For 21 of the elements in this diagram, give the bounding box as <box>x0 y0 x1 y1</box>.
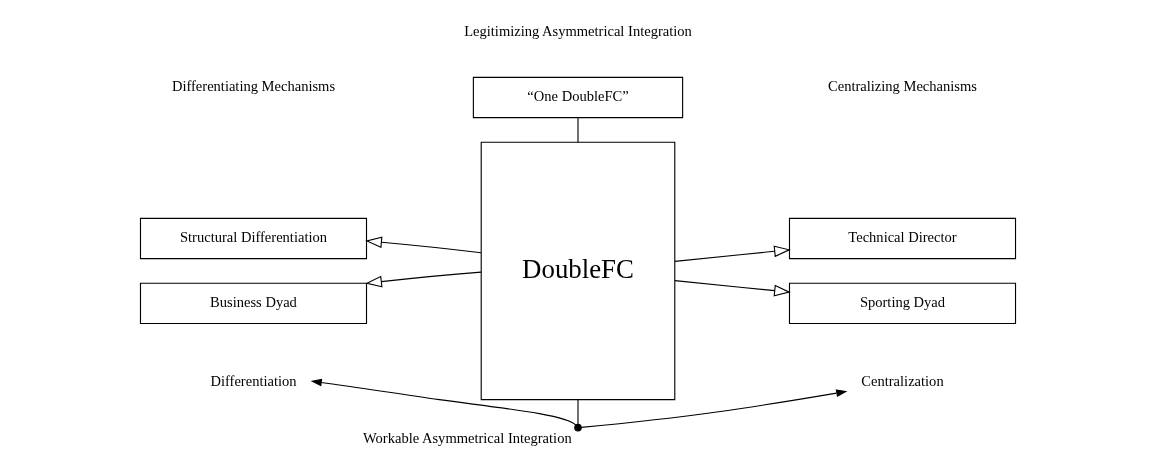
node-text: Differentiation <box>210 372 297 389</box>
node-box: Sporting Dyad <box>788 282 1017 325</box>
label: Centralizing Mechanisms <box>828 78 977 95</box>
node-circle <box>574 423 582 432</box>
arrow <box>365 271 482 288</box>
arrow <box>580 389 848 428</box>
node-label: Workable Asymmetrical Integration <box>363 429 572 446</box>
label: Differentiating Mechanisms <box>171 78 336 95</box>
arrow <box>365 236 482 254</box>
node-box: Business Dyad <box>139 282 368 325</box>
connector <box>577 399 579 425</box>
node-box: Structural Differentiation <box>139 217 368 260</box>
label: Legitimizing Asymmetrical Integration <box>464 23 692 40</box>
connector <box>577 117 579 143</box>
arrow <box>674 245 791 262</box>
node-text: Centralization <box>861 372 944 389</box>
node-box: Technical Director <box>788 217 1017 260</box>
node-box: “One DoubleFC” <box>472 76 684 119</box>
node-box: DoubleFC <box>480 141 676 401</box>
arrow <box>674 280 791 297</box>
arrow <box>310 378 577 426</box>
